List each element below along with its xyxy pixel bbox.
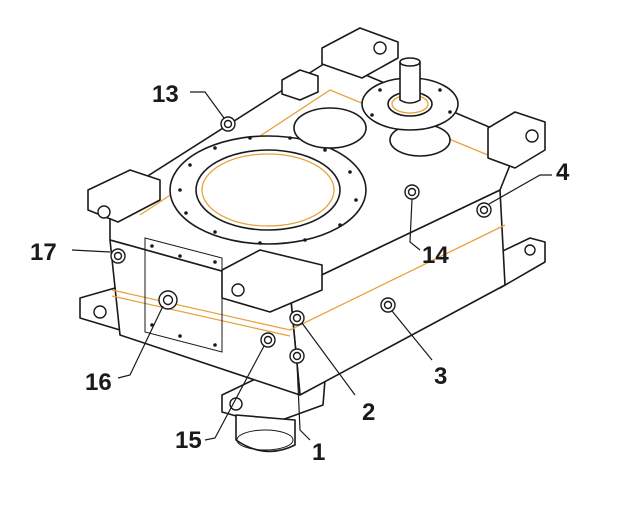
lug-hole: [231, 283, 245, 297]
input-shaft-end: [399, 57, 421, 67]
bolt-dot: [188, 163, 192, 167]
bolt-dot: [303, 238, 307, 242]
top-covers: [169, 57, 459, 245]
front-cover-plate: [144, 237, 223, 353]
leader-3: [391, 310, 433, 361]
front-cover: [144, 237, 223, 353]
leader-13: [190, 91, 225, 119]
leader-15: [204, 345, 265, 441]
lug-back: [321, 27, 399, 79]
callout-2: 2: [362, 399, 375, 426]
callout-13: 13: [152, 81, 179, 108]
callout-14: 14: [422, 242, 449, 269]
callout-3: 3: [434, 363, 447, 390]
bolt-dot: [323, 148, 327, 152]
lug-top-mid: [281, 69, 319, 101]
leader-14: [409, 198, 421, 251]
leader-lines: [71, 91, 552, 441]
ports: [110, 116, 492, 364]
leader-16: [117, 305, 164, 379]
port-2: [289, 310, 305, 326]
output-shaft: [235, 414, 296, 453]
lifting-lugs: [87, 27, 546, 313]
callout-1: 1: [312, 439, 325, 466]
bolt-dot: [248, 136, 252, 140]
port-15: [260, 332, 276, 348]
port-17: [110, 248, 126, 264]
input-shaft: [399, 61, 421, 104]
callout-16: 16: [85, 369, 112, 396]
port-1: [289, 348, 305, 364]
lug-hole: [373, 41, 387, 55]
foot-bolt-hole: [93, 305, 107, 319]
inspection-cover: [293, 107, 367, 149]
port-3: [380, 297, 396, 313]
bolt-dot: [258, 241, 262, 245]
leader-1: [296, 362, 311, 441]
bolt-dot: [213, 146, 217, 150]
flange-bolts: [178, 88, 452, 245]
port-4: [476, 202, 492, 218]
callout-15: 15: [175, 427, 202, 454]
bolt-dot: [338, 223, 342, 227]
output-shaft-end: [236, 429, 294, 451]
bolt-dot: [370, 113, 374, 117]
port-13: [220, 116, 236, 132]
large-cover-seam: [201, 153, 335, 227]
housing-seam: [111, 295, 291, 337]
lug-hole: [97, 205, 111, 219]
foot-bolt-hole: [524, 244, 536, 256]
port-16: [158, 290, 178, 310]
callout-labels: 1 2 3 4 13 14 15 16 17: [30, 81, 570, 466]
bolt-dot: [178, 188, 182, 192]
callout-17: 17: [30, 239, 57, 266]
bolt-dot: [184, 211, 188, 215]
leader-17: [71, 249, 111, 253]
bolt-dot: [288, 136, 292, 140]
leader-2: [301, 322, 356, 396]
leader-4: [488, 174, 552, 205]
port-14: [404, 184, 420, 200]
bolt-dot: [354, 198, 358, 202]
callout-4: 4: [556, 159, 570, 186]
bolt-dot: [348, 170, 352, 174]
bolt-dot: [438, 88, 442, 92]
bolt-dot: [213, 230, 217, 234]
lug-hole: [525, 129, 539, 143]
lug-right: [487, 111, 546, 169]
large-cover-plate: [195, 149, 341, 231]
bolt-dot: [448, 110, 452, 114]
bolt-dot: [378, 88, 382, 92]
